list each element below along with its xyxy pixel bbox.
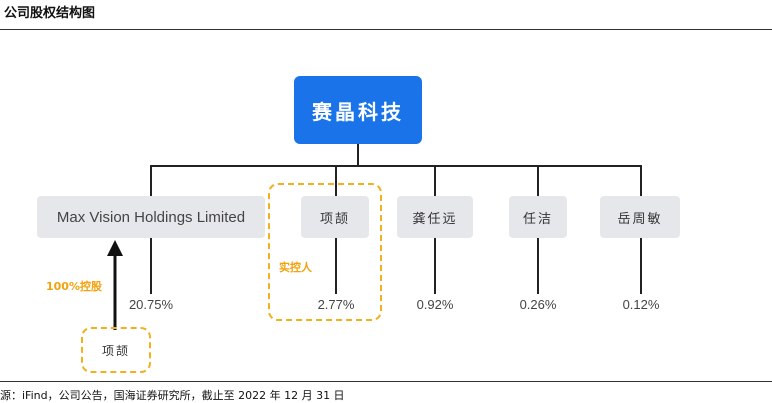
actual-controller-highlight bbox=[268, 183, 382, 321]
branch-line bbox=[150, 165, 642, 167]
drop-line-2 bbox=[335, 165, 337, 196]
pct-label-xiangjie: 2.77% bbox=[317, 297, 355, 312]
source-note: 源：iFind，公司公告，国海证券研究所，截止至 2022 年 12 月 31 … bbox=[0, 389, 345, 402]
controller-box: 项颉 bbox=[81, 327, 151, 373]
actual-controller-label: 实控人 bbox=[279, 261, 312, 274]
company-box: 赛晶科技 bbox=[294, 76, 422, 144]
trunk-line bbox=[357, 144, 359, 166]
pct-label-renjie: 0.26% bbox=[519, 297, 557, 312]
shareholder-box-yuezhoumin: 岳周敏 bbox=[600, 196, 680, 238]
drop-line-4 bbox=[537, 165, 539, 196]
figure-title: 公司股权结构图 bbox=[4, 6, 96, 21]
bottom-divider bbox=[0, 381, 772, 382]
shareholder-box-max-vision: Max Vision Holdings Limited bbox=[37, 196, 265, 238]
shareholder-box-renjie: 任洁 bbox=[509, 196, 567, 238]
pct-label-gongrenyuan: 0.92% bbox=[416, 297, 454, 312]
pct-stem-4 bbox=[537, 238, 539, 294]
pct-stem-2 bbox=[335, 238, 337, 294]
control-arrow bbox=[107, 240, 123, 330]
shareholder-box-xiangjie: 项颉 bbox=[301, 196, 369, 238]
pct-label-yuezhoumin: 0.12% bbox=[622, 297, 660, 312]
drop-line-5 bbox=[640, 165, 642, 196]
shareholder-box-gongrenyuan: 龚任远 bbox=[397, 196, 473, 238]
pct-stem-3 bbox=[434, 238, 436, 294]
pct-label-max-vision: 20.75% bbox=[128, 297, 174, 312]
pct-stem-1 bbox=[150, 238, 152, 294]
top-divider bbox=[0, 29, 772, 30]
drop-line-1 bbox=[150, 165, 152, 196]
control-percentage-label: 100%控股 bbox=[46, 280, 102, 293]
drop-line-3 bbox=[434, 165, 436, 196]
pct-stem-5 bbox=[640, 238, 642, 294]
